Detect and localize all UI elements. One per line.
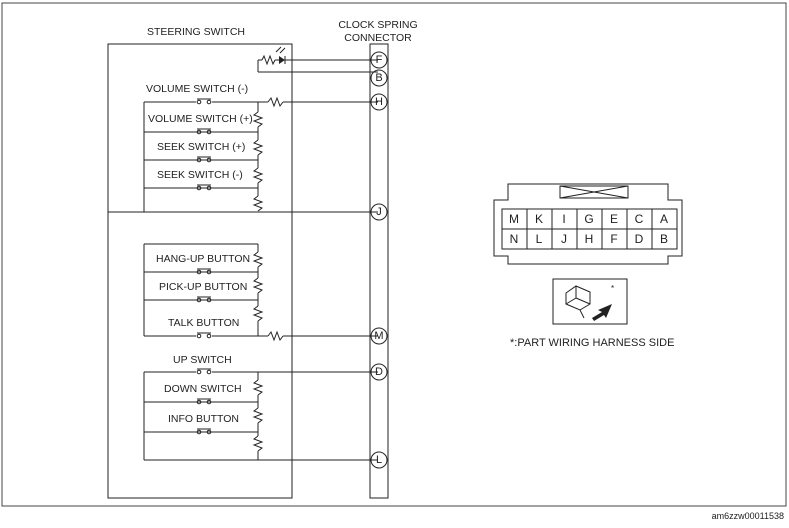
face-cell: I xyxy=(562,212,565,226)
face-cell: M xyxy=(509,212,519,226)
svg-text:M: M xyxy=(374,330,383,342)
pin-M: M xyxy=(370,327,388,345)
face-cell: J xyxy=(561,232,567,246)
talk-label: TALK BUTTON xyxy=(168,317,239,329)
volume-minus-label: VOLUME SWITCH (-) xyxy=(146,83,248,95)
svg-text:D: D xyxy=(375,366,383,378)
pin-D: D xyxy=(370,363,388,381)
pin-H: H xyxy=(370,93,388,111)
illumination-led xyxy=(257,46,378,73)
pin-B: B xyxy=(370,69,388,87)
switch-contacts-1 xyxy=(196,98,212,191)
connector-face-row1: M K I G E C A xyxy=(509,212,668,226)
connector-label-line2: CONNECTOR xyxy=(344,32,412,44)
face-cell: A xyxy=(660,212,668,226)
connector-face-row2: N L J H F D B xyxy=(510,232,668,246)
steering-switch-box xyxy=(107,43,293,499)
seek-minus-label: SEEK SWITCH (-) xyxy=(157,169,243,181)
pin-F: F xyxy=(370,51,388,69)
face-cell: B xyxy=(660,232,668,246)
face-cell: G xyxy=(584,212,593,226)
diagram-frame xyxy=(1,2,787,507)
clock-spring-connector-bar xyxy=(369,43,389,499)
harness-note: *:PART WIRING HARNESS SIDE xyxy=(510,337,674,349)
connector-label-line1: CLOCK SPRING xyxy=(338,19,417,31)
hang-up-label: HANG-UP BUTTON xyxy=(156,253,250,265)
star-mark: * xyxy=(611,284,614,293)
svg-text:H: H xyxy=(375,96,383,108)
face-cell: D xyxy=(635,232,644,246)
image-code: am6zzw00011538 xyxy=(712,511,784,521)
volume-plus-label: VOLUME SWITCH (+) xyxy=(148,113,253,125)
face-cell: L xyxy=(536,232,543,246)
svg-text:B: B xyxy=(375,72,382,84)
face-cell: K xyxy=(535,212,543,226)
harness-side-thumbnail: * xyxy=(552,278,628,325)
down-switch-label: DOWN SWITCH xyxy=(164,383,242,395)
steering-switch-label: STEERING SWITCH xyxy=(147,26,245,38)
connector-face-view xyxy=(493,183,683,265)
svg-text:F: F xyxy=(376,54,383,66)
pin-L: L xyxy=(370,451,388,469)
seek-plus-label: SEEK SWITCH (+) xyxy=(157,141,245,153)
svg-text:J: J xyxy=(376,206,382,218)
face-cell: E xyxy=(610,212,618,226)
pin-J: J xyxy=(370,203,388,221)
svg-text:L: L xyxy=(376,454,382,466)
group-up-down-info xyxy=(143,368,378,461)
face-cell: C xyxy=(635,212,644,226)
face-cell: N xyxy=(510,232,519,246)
group-phone-buttons xyxy=(143,243,378,342)
up-switch-label: UP SWITCH xyxy=(173,354,232,366)
pick-up-label: PICK-UP BUTTON xyxy=(159,281,247,293)
face-cell: H xyxy=(585,232,594,246)
face-cell: F xyxy=(610,232,617,246)
info-button-label: INFO BUTTON xyxy=(168,413,239,425)
